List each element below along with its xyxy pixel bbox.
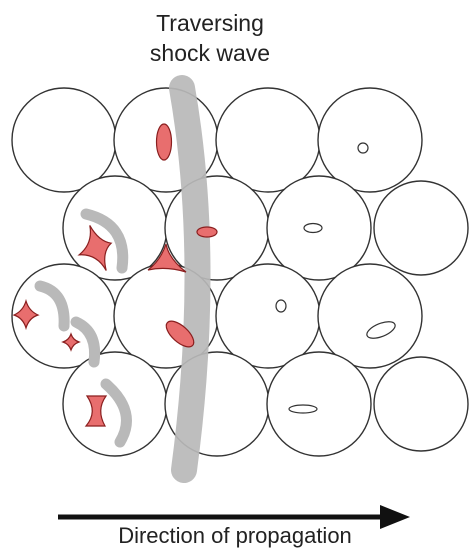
grain-r1-c4 <box>318 88 422 192</box>
pore-r2-c3 <box>304 224 322 233</box>
grain-r3-c3 <box>216 264 320 368</box>
grain-r4-c4 <box>374 357 468 451</box>
pore-r4-c3 <box>289 405 317 413</box>
pore-r1-c2-collapsing <box>157 124 172 160</box>
pore-r2-c2-collapsing <box>197 227 217 237</box>
pore-r3-c3 <box>276 300 286 312</box>
grain-r3-c4 <box>318 264 422 368</box>
pore-r1-c4 <box>358 143 368 153</box>
grain-circles <box>12 88 468 456</box>
grain-r1-c3 <box>216 88 320 192</box>
grain-r2-c4 <box>374 181 468 275</box>
grain-r1-c1 <box>12 88 116 192</box>
propagation-caption: Direction of propagation <box>0 522 470 550</box>
grain-r4-c3 <box>267 352 371 456</box>
grain-r2-c2 <box>165 176 269 280</box>
